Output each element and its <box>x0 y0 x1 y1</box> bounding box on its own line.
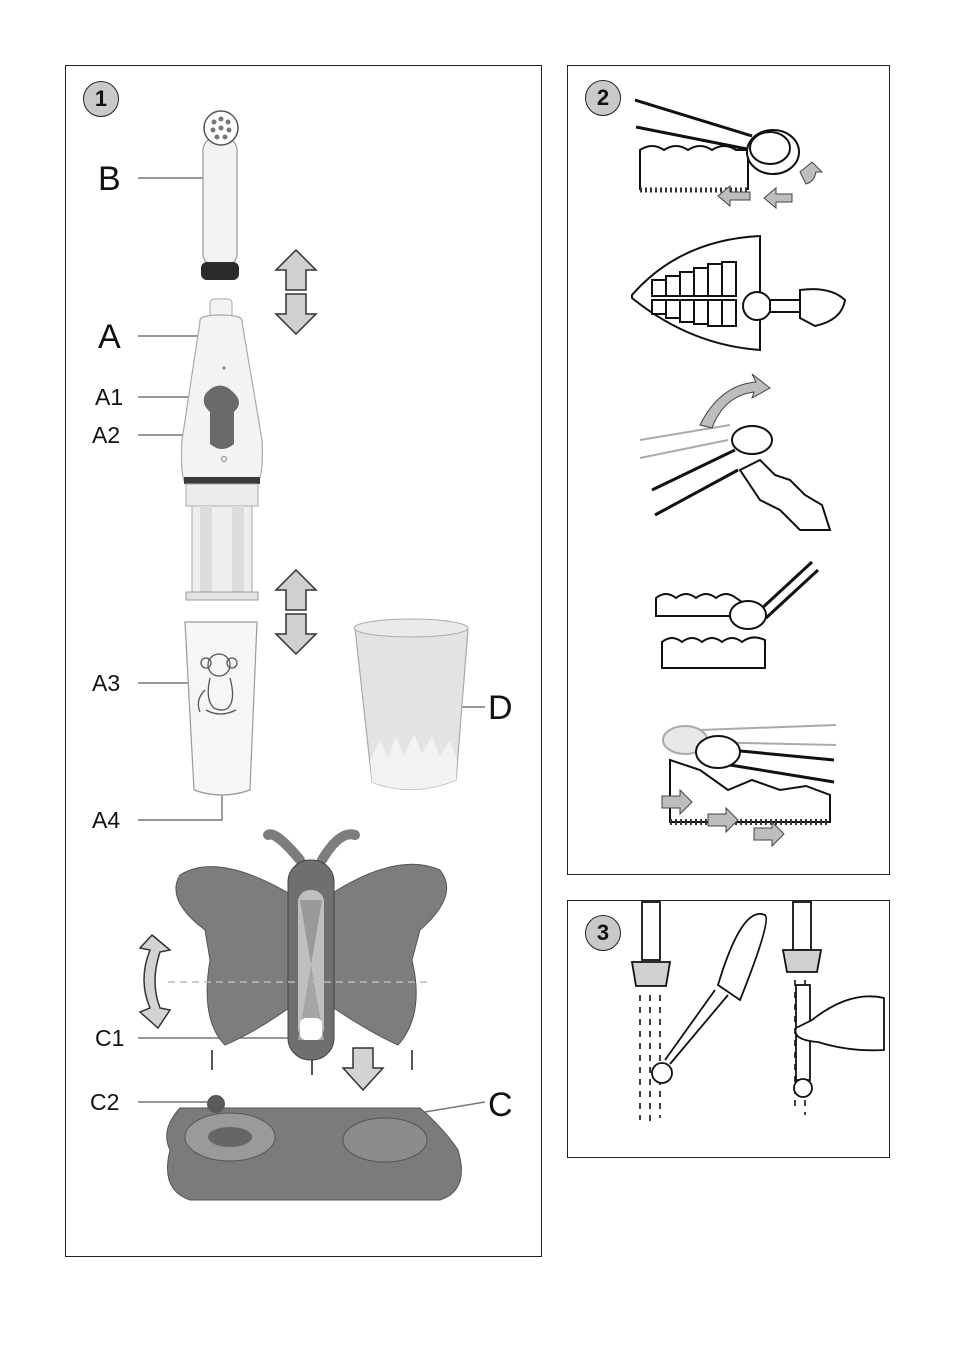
hand-holding-head <box>794 985 884 1097</box>
rinse-faucet-left <box>632 902 670 986</box>
rinse-faucet-right <box>783 902 821 972</box>
toothbrush-rinsing <box>652 914 766 1083</box>
